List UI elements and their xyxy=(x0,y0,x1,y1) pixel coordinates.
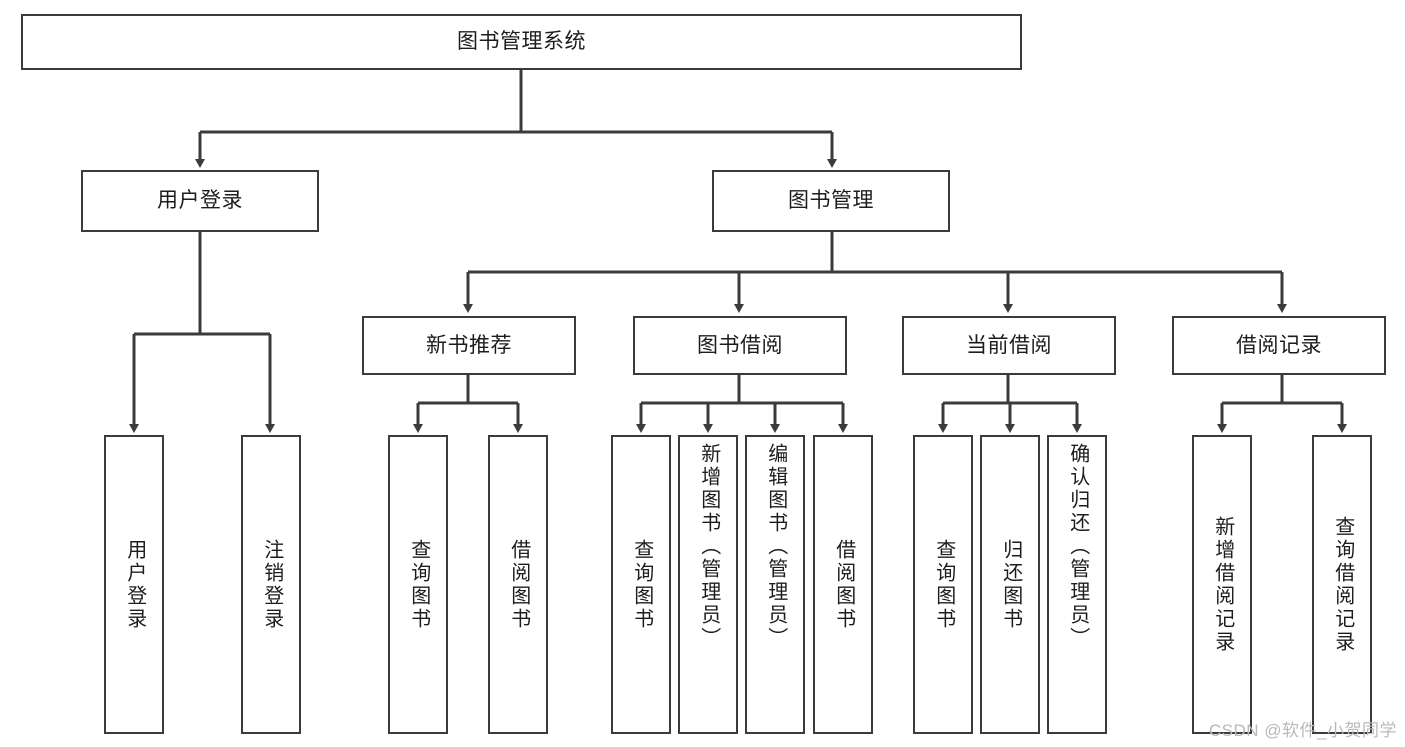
node-user-login[interactable]: 用户登录 xyxy=(81,170,319,232)
node-label: 借阅图书 xyxy=(832,538,855,631)
node-leaf-edit-book-admin[interactable]: 编辑图书（管理员） xyxy=(745,435,805,734)
node-label: 新增图书（管理员） xyxy=(697,443,720,650)
node-label: 图书管理 xyxy=(788,189,874,213)
node-label: 查询图书 xyxy=(407,538,430,631)
node-book-borrow[interactable]: 图书借阅 xyxy=(633,316,847,375)
node-label: 查询图书 xyxy=(932,538,955,631)
node-leaf-borrow-book-borrow[interactable]: 借阅图书 xyxy=(813,435,873,734)
node-label: 确认归还（管理员） xyxy=(1066,443,1089,650)
node-label: 用户登录 xyxy=(157,189,243,213)
node-label: 当前借阅 xyxy=(966,333,1052,357)
node-root-book-management-system[interactable]: 图书管理系统 xyxy=(21,14,1022,70)
node-label: 借阅图书 xyxy=(507,538,530,631)
node-leaf-add-borrow-record[interactable]: 新增借阅记录 xyxy=(1192,435,1252,734)
node-leaf-confirm-return-admin[interactable]: 确认归还（管理员） xyxy=(1047,435,1107,734)
node-leaf-query-book-borrow[interactable]: 查询图书 xyxy=(611,435,671,734)
node-label: 归还图书 xyxy=(999,538,1022,631)
node-book-manage[interactable]: 图书管理 xyxy=(712,170,950,232)
node-label: 图书借阅 xyxy=(697,333,783,357)
node-leaf-add-book-admin[interactable]: 新增图书（管理员） xyxy=(678,435,738,734)
node-leaf-logout-login[interactable]: 注销登录 xyxy=(241,435,301,734)
node-label: 编辑图书（管理员） xyxy=(764,443,787,650)
node-label: 借阅记录 xyxy=(1236,333,1322,357)
node-label: 查询借阅记录 xyxy=(1331,515,1354,654)
node-leaf-query-book-current[interactable]: 查询图书 xyxy=(913,435,973,734)
node-leaf-return-book[interactable]: 归还图书 xyxy=(980,435,1040,734)
node-current-borrow[interactable]: 当前借阅 xyxy=(902,316,1116,375)
node-borrow-record[interactable]: 借阅记录 xyxy=(1172,316,1386,375)
node-leaf-query-book-recommend[interactable]: 查询图书 xyxy=(388,435,448,734)
node-label: 查询图书 xyxy=(630,538,653,631)
node-label: 新书推荐 xyxy=(426,333,512,357)
node-label: 图书管理系统 xyxy=(457,30,586,54)
csdn-watermark: CSDN @软件_小贺同学 xyxy=(1208,721,1397,740)
node-label: 用户登录 xyxy=(123,538,146,631)
node-leaf-user-login[interactable]: 用户登录 xyxy=(104,435,164,734)
node-leaf-query-borrow-record[interactable]: 查询借阅记录 xyxy=(1312,435,1372,734)
node-leaf-borrow-book-recommend[interactable]: 借阅图书 xyxy=(488,435,548,734)
node-label: 新增借阅记录 xyxy=(1211,515,1234,654)
node-label: 注销登录 xyxy=(260,538,283,631)
node-new-book-recommend[interactable]: 新书推荐 xyxy=(362,316,576,375)
